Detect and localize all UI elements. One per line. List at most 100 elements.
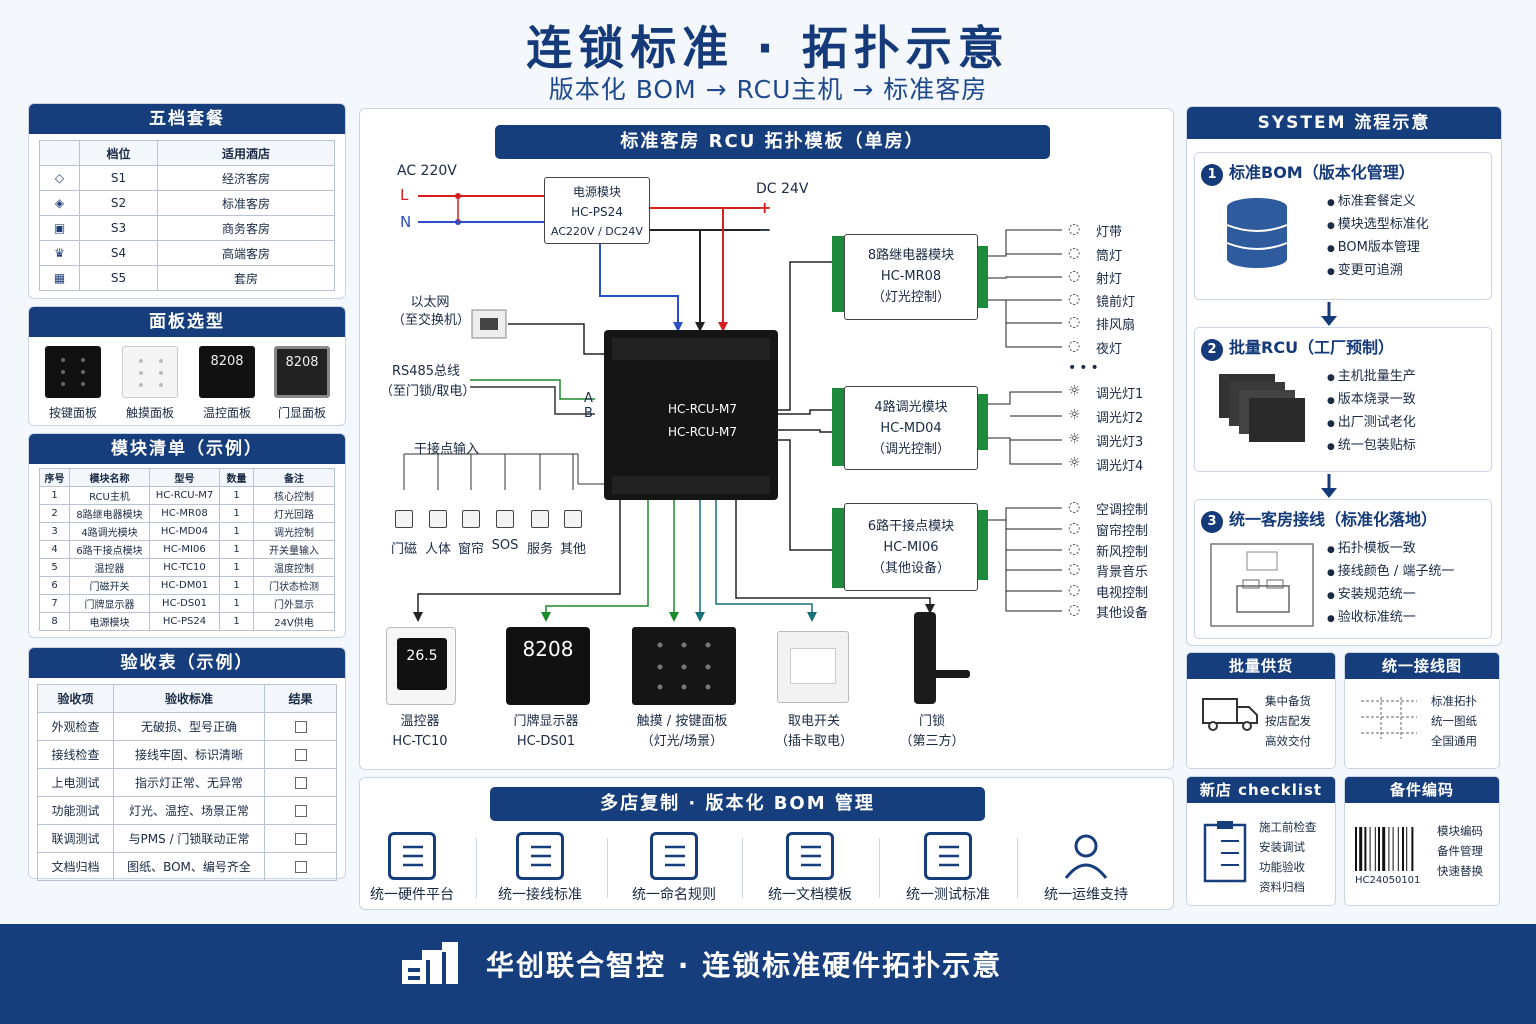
dry-input-label: 其他 [559,542,586,557]
result-checkbox[interactable] [294,861,307,873]
dry-input-label: SOS [491,538,519,553]
door-display-panel-image: 8208 [274,346,330,398]
standard-label: 统一命名规则 [632,887,716,903]
acceptance-panel: 验收表（示例） 验收项验收标准结果 外观检查无破损、型号正确接线检查接线牢固、标… [28,647,346,881]
page-subtitle: 版本化 BOM → RCU主机 → 标准客房 [548,75,988,104]
clipboard-icon [1203,821,1247,883]
standard-icon [786,832,834,880]
dry-input-label: 服务 [526,542,553,557]
topology-title: 标准客房 RCU 拓扑模板（单房） [495,125,1050,159]
tiers-title: 五档套餐 [29,104,345,134]
output-label: 调光灯1 [1096,387,1144,402]
standard-label: 统一运维支持 [1044,887,1128,903]
lamp-icon: ◌ [1068,291,1081,307]
result-checkbox[interactable] [294,721,307,733]
device-icon: ◌ [1068,541,1081,557]
output-label: 电视控制 [1096,586,1149,601]
result-checkbox[interactable] [294,777,307,789]
result-checkbox[interactable] [294,749,307,761]
building-icon: ▦ [39,265,80,291]
brand-logo [402,942,458,984]
device-label: 取电开关（插卡取电） [774,714,853,749]
arrow-down-icon [1321,302,1337,326]
panel-label: 温控面板 [202,406,251,420]
sensor-icon [564,510,582,528]
wiring-card: 统一接线图 标准拓扑统一图纸全国通用 [1344,652,1500,769]
standard-label: 统一测试标准 [906,887,990,903]
arrow-down-icon [1321,474,1337,498]
rs485-b: B [584,406,593,421]
output-label: 窗帘控制 [1096,524,1149,539]
touch-key-panel-image [632,627,736,705]
divider [1017,838,1018,898]
door-display-image: 8208 [506,627,590,705]
door-lock-image [910,612,970,704]
standard-label: 统一硬件平台 [370,887,454,903]
touch-panel-image [122,346,178,398]
device-icon: ◌ [1068,561,1081,577]
thermostat-panel-image: 8208 [199,346,255,398]
panel-selection-title: 面板选型 [29,307,345,337]
sensor-icon [429,510,447,528]
divider [476,838,477,898]
panel-label: 触摸面板 [125,406,174,420]
acceptance-title: 验收表（示例） [29,648,345,678]
result-checkbox[interactable] [294,833,307,845]
rcu-model-2: HC-RCU-M7 [668,425,737,439]
supply-card: 批量供货 集中备货按店配发高效交付 [1186,652,1336,769]
plus-label: + [758,198,772,217]
page-title: 连锁标准 · 拓扑示意 [526,21,1010,75]
rcu-stack-icon [1219,374,1305,442]
device-icon: ◌ [1068,602,1081,618]
output-label: 夜灯 [1096,342,1123,357]
rcu-model-1: HC-RCU-M7 [668,402,737,416]
ac-label: AC 220V [397,163,457,179]
n-label: N [400,213,412,231]
result-checkbox[interactable] [294,805,307,817]
divider [607,838,608,898]
barcode-icon [1355,827,1414,871]
module-list-title: 模块清单（示例） [29,434,345,464]
output-label: 调光灯2 [1096,411,1144,426]
lamp-icon: ◌ [1068,245,1081,261]
sensor-icon [496,510,514,528]
device-label: 触摸 / 按键面板（灯光/场景） [636,714,728,749]
lamp-icon: ◌ [1068,221,1081,237]
l-label: L [400,186,409,204]
standard-icon [924,832,972,880]
table-row: 上电测试指示灯正常、无异常 [37,768,337,797]
bulb-icon: ☼ [1068,431,1081,447]
device-icon: ◌ [1068,582,1081,598]
lamp-icon: ◌ [1068,268,1081,284]
output-label: 筒灯 [1096,249,1123,264]
device-icon: ◌ [1068,499,1081,515]
footer [0,924,1536,1024]
dry-input-label: 人体 [424,542,451,557]
table-row: 外观检查无破损、型号正确 [37,712,337,741]
panel-label: 按键面板 [48,406,97,420]
minus-label: − [758,220,772,239]
standard-label: 统一文档模板 [768,887,852,903]
dry-input-title: 干接点输入 [414,442,480,457]
lamp-icon: ◌ [1068,314,1081,330]
key-panel-image [45,346,101,398]
lamp-icon: ◌ [1068,338,1081,354]
table-row: 文档归档图纸、BOM、编号齐全 [37,852,337,881]
ethernet-label: 以太网（至交换机） [392,295,471,328]
truck-icon [1202,698,1258,731]
output-label: 射灯 [1096,272,1123,287]
system-title: SYSTEM 流程示意 [1187,107,1501,139]
spare-code-card: 备件编码 HC24050101 模块编码备件管理快速替换 [1344,776,1500,906]
